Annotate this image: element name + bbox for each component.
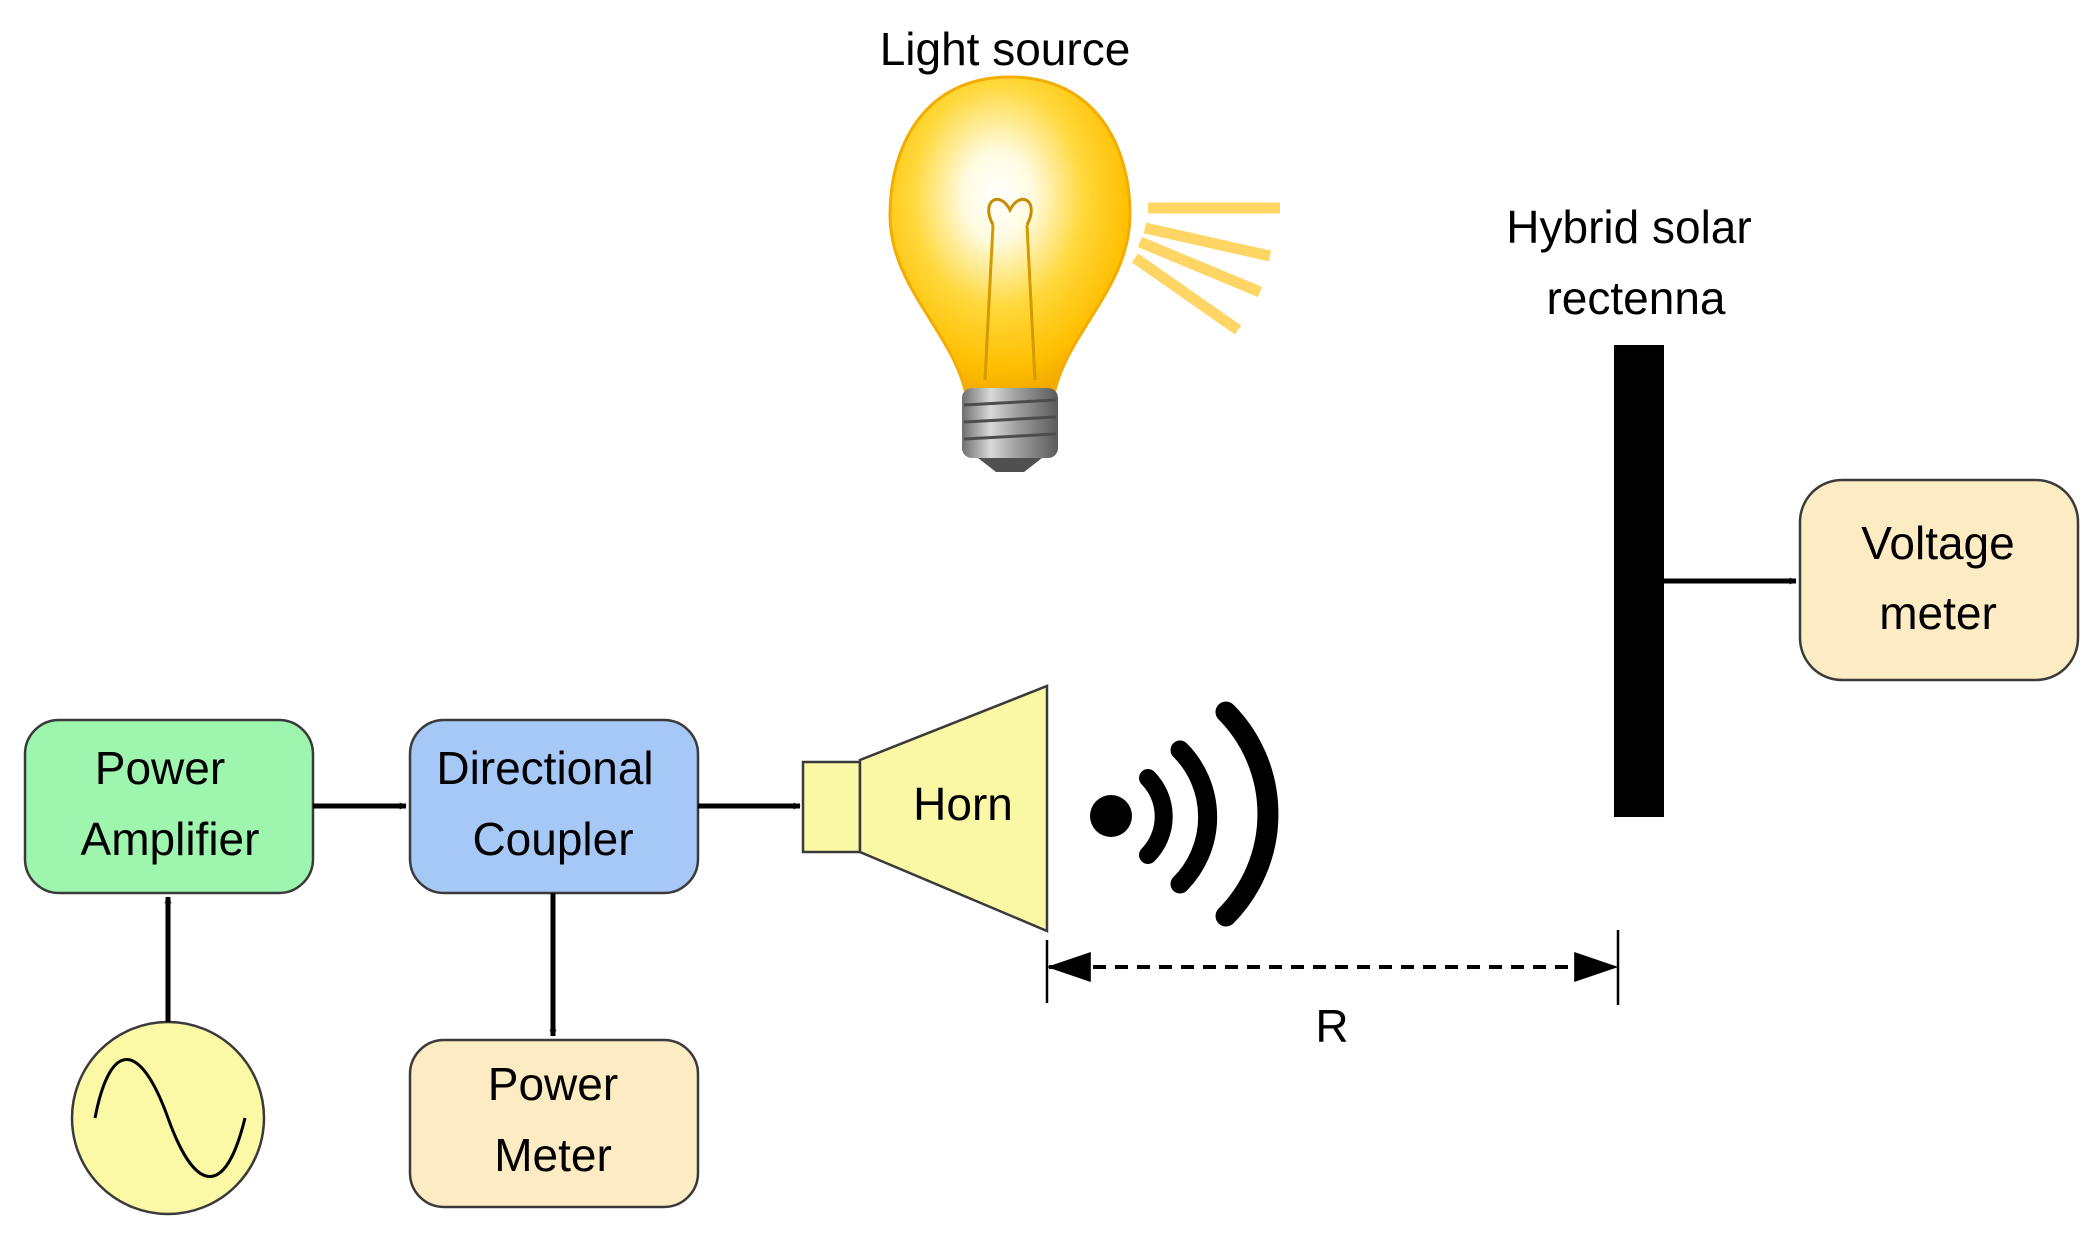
rectenna-panel xyxy=(1614,345,1664,817)
voltage-meter-label-line2: meter xyxy=(1879,587,1997,639)
distance-dimension: R xyxy=(1045,930,1620,1052)
power-meter-label-line2: Meter xyxy=(494,1129,612,1181)
directional-coupler-label-line1: Directional xyxy=(436,742,653,794)
sine-wave-source-icon xyxy=(70,1020,266,1216)
light-source-label: Light source xyxy=(880,23,1131,75)
power-meter-box: Power Meter xyxy=(408,1038,700,1209)
light-rays-icon xyxy=(1131,202,1280,335)
power-meter-label-line1: Power xyxy=(488,1058,618,1110)
power-amplifier-box: Power Amplifier xyxy=(23,718,315,895)
voltage-meter-box: Voltage meter xyxy=(1798,478,2080,682)
power-amplifier-label-line1: Power xyxy=(95,742,225,794)
voltage-meter-label-line1: Voltage xyxy=(1861,517,2014,569)
directional-coupler-label-line2: Coupler xyxy=(472,813,633,865)
power-amplifier-label-line2: Amplifier xyxy=(81,813,260,865)
distance-label: R xyxy=(1315,1000,1348,1052)
directional-coupler-box: Directional Coupler xyxy=(408,718,700,895)
light-bulb-icon xyxy=(888,75,1132,472)
rectenna-label-line2: rectenna xyxy=(1546,272,1725,324)
rectenna-label-line1: Hybrid solar xyxy=(1506,201,1751,253)
horn-label: Horn xyxy=(913,778,1013,830)
horn-antenna: Horn xyxy=(801,684,1049,933)
wireless-signal-icon xyxy=(1090,701,1279,927)
